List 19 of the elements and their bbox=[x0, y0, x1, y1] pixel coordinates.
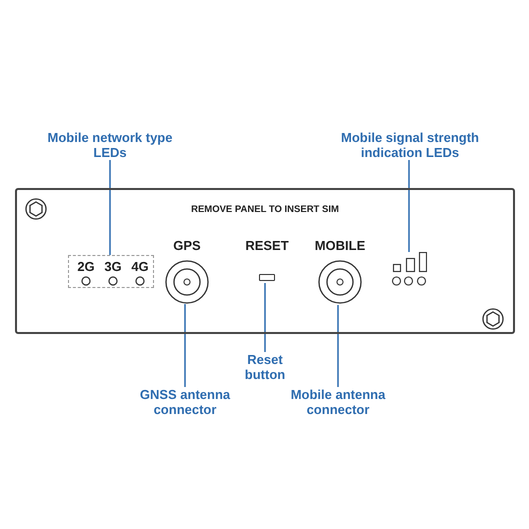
callout-text: Mobile signal strength indication LEDs bbox=[330, 130, 490, 160]
leader-line bbox=[264, 283, 266, 352]
leader-line bbox=[184, 304, 186, 387]
led-label: 3G bbox=[103, 259, 123, 274]
callout-text: Reset button bbox=[235, 352, 295, 382]
connector-label: MOBILE bbox=[314, 238, 366, 253]
callout-text: Mobile antenna connector bbox=[278, 387, 398, 417]
led-group-outline bbox=[68, 255, 154, 288]
device-panel bbox=[15, 188, 515, 334]
panel-note: REMOVE PANEL TO INSERT SIM bbox=[190, 204, 340, 215]
callout-text: GNSS antenna connector bbox=[125, 387, 245, 417]
led-label: 4G bbox=[130, 259, 150, 274]
leader-line bbox=[109, 160, 111, 255]
button-label: RESET bbox=[244, 238, 290, 253]
leader-line bbox=[337, 305, 339, 387]
leader-line bbox=[408, 160, 410, 252]
connector-label: GPS bbox=[172, 238, 202, 253]
callout-text: Mobile network type LEDs bbox=[40, 130, 180, 160]
led-label: 2G bbox=[76, 259, 96, 274]
